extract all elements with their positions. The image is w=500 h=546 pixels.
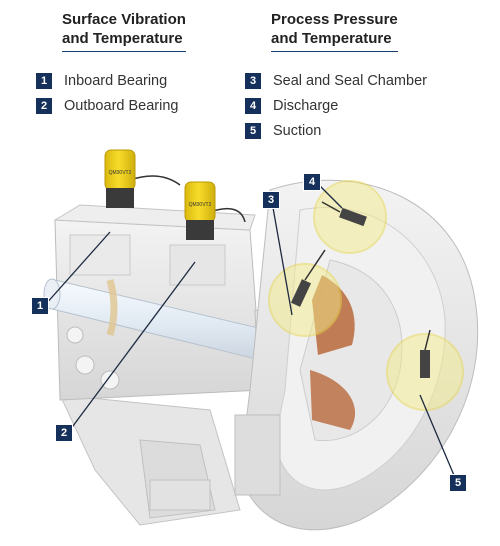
seal-chamber-highlight [268,263,342,337]
legend-label: Discharge [273,97,339,114]
legend-item-discharge: 4 Discharge [245,93,485,118]
legend-label: Seal and Seal Chamber [273,72,427,89]
callout-1: 1 [31,297,49,315]
legend-list-right: 3 Seal and Seal Chamber 4 Discharge 5 Su… [245,68,485,143]
legend-label: Outboard Bearing [64,97,179,114]
leader-line-5 [419,394,457,481]
legend-list-left: 1 Inboard Bearing 2 Outboard Bearing [36,68,236,118]
leader-line-4 [317,183,343,209]
leader-line-2 [69,261,196,431]
legend-label: Inboard Bearing [64,72,168,89]
sensor-brand-text: QM30VT2 [189,202,212,208]
legend-item-seal-chamber: 3 Seal and Seal Chamber [245,68,485,93]
pump-base [59,394,241,526]
vibration-sensor-outboard: QM30VT2 [184,181,246,240]
pressure-sensor-suction [420,329,431,378]
legend-label: Suction [273,122,322,139]
number-badge: 5 [245,122,261,139]
number-badge: 1 [36,72,52,89]
callout-5: 5 [449,474,467,492]
leader-lines [44,183,457,481]
legend-item-suction: 5 Suction [245,118,485,143]
pump-cutaway-diagram: QM30VT2 QM30VT2 1 2 3 4 5 [0,140,500,541]
legend-heading-right: Process Pressure and Temperature [271,10,398,52]
callout-4: 4 [303,173,321,191]
legend-item-outboard-bearing: 2 Outboard Bearing [36,93,236,118]
legend-heading-left: Surface Vibration and Temperature [62,10,186,52]
number-badge: 3 [245,72,261,89]
sensor-brand-text: QM30VT2 [109,170,132,176]
pump-illustration: QM30VT2 QM30VT2 [43,149,479,531]
number-badge: 4 [245,97,261,114]
legend-item-inboard-bearing: 1 Inboard Bearing [36,68,236,93]
pressure-sensor-seal [290,249,326,307]
pressure-sensors [290,201,431,378]
leader-line-3 [271,201,293,316]
legend-process-pressure: Process Pressure and Temperature 3 Seal … [245,10,485,143]
callout-3: 3 [262,191,280,209]
legend-surface-vibration: Surface Vibration and Temperature 1 Inbo… [36,10,236,118]
pressure-sensor-discharge [321,201,367,227]
number-badge: 2 [36,97,52,114]
leader-line-1 [44,231,111,306]
callout-2: 2 [55,424,73,442]
vibration-sensor-inboard: QM30VT2 [104,149,181,208]
